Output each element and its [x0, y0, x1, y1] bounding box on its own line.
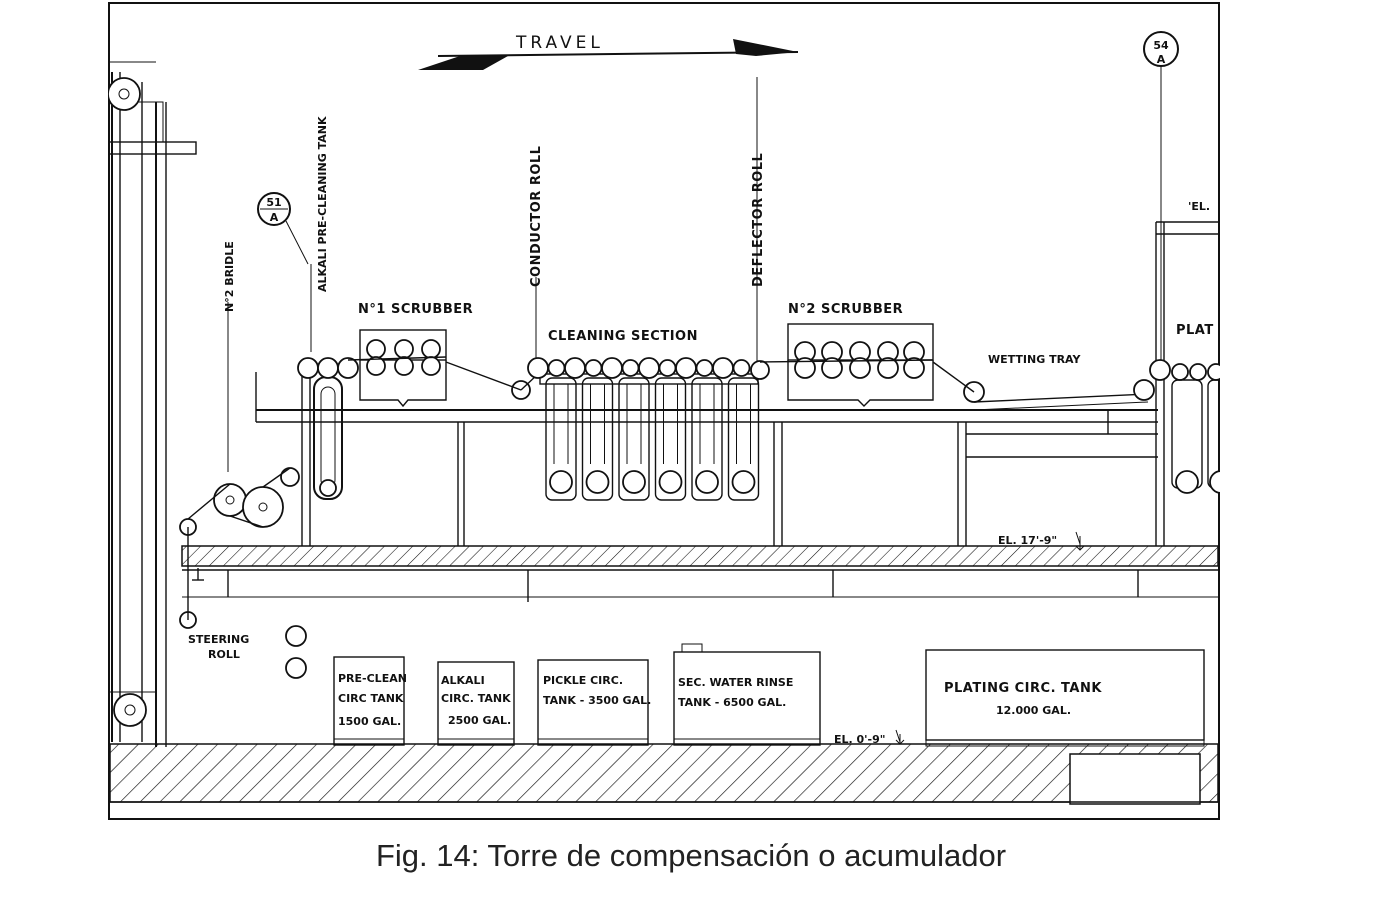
bubble-51-letter: A: [270, 211, 279, 224]
scrubber-2-label: N°2 SCRUBBER: [788, 302, 903, 317]
tank-alkali-line3: 2500 GAL.: [448, 714, 511, 727]
alkali-pre-cleaning-tank: [297, 357, 359, 500]
cleaning-top-roll: [621, 359, 640, 377]
cleaning-tank: [691, 377, 723, 501]
callout-bubble-54: 54 A: [1143, 31, 1179, 367]
cleaning-sink-roll: [658, 470, 683, 494]
tank-alkali: ALKALI CIRC. TANK 2500 GAL.: [437, 661, 515, 746]
bubble-51-number: 51: [266, 196, 281, 209]
travel-label: TRAVEL: [515, 33, 604, 53]
cleaning-top-roll: [527, 357, 549, 379]
cleaning-top-roll: [564, 357, 586, 379]
tank-pre-clean: PRE-CLEAN CIRC TANK 1500 GAL.: [333, 656, 407, 746]
upper-floor: [181, 545, 1219, 602]
tank-pre-clean-line2: CIRC TANK: [338, 692, 404, 705]
steering-roll: STEERING ROLL: [188, 625, 307, 679]
cleaning-top-roll: [675, 357, 697, 379]
conductor-roll-label: CONDUCTOR ROLL: [529, 146, 544, 287]
cleaning-top-roll: [658, 359, 677, 377]
cleaning-top-roll: [732, 359, 751, 377]
tank-water-rinse-line2: TANK - 6500 GAL.: [678, 696, 786, 709]
tank-alkali-line1: ALKALI: [441, 674, 485, 687]
deflector-roll-label: DEFLECTOR ROLL: [751, 153, 766, 287]
scrubber-1: [347, 329, 447, 408]
plating-section-label: PLAT: [1176, 323, 1214, 338]
tank-pickle-line2: TANK - 3500 GAL.: [543, 694, 651, 707]
tank-pickle-line1: PICKLE CIRC.: [543, 674, 623, 687]
tank-alkali-line2: CIRC. TANK: [441, 692, 511, 705]
cleaning-sink-roll: [695, 470, 719, 494]
tank-plating: PLATING CIRC. TANK 12.000 GAL.: [925, 649, 1205, 747]
elevation-upper-label: EL. 17'-9": [998, 534, 1057, 547]
tank-plating-line2: 12.000 GAL.: [996, 704, 1071, 717]
elevation-lower-label: EL. 0'-9": [834, 733, 886, 746]
ground-floor: [109, 743, 1219, 805]
cleaning-section: [527, 357, 760, 501]
cleaning-top-roll: [547, 359, 566, 377]
wetting-tray: [932, 361, 1149, 411]
bubble-54-number: 54: [1153, 39, 1169, 52]
cleaning-tank: [618, 377, 650, 501]
process-platform: [255, 221, 1218, 546]
accumulator-tower: [108, 61, 197, 747]
tank-pickle: PICKLE CIRC. TANK - 3500 GAL.: [537, 659, 651, 746]
elevation-partial-label: 'EL.: [1188, 200, 1210, 213]
callout-bubble-51: 51 A: [257, 192, 309, 265]
cleaning-sink-roll: [585, 470, 610, 494]
tank-water-rinse-line1: SEC. WATER RINSE: [678, 676, 793, 689]
bridle-label: N°2 BRIDLE: [223, 241, 236, 312]
figure-caption: Fig. 14: Torre de compensación o acumula…: [375, 838, 1007, 873]
cleaning-sink-roll: [549, 470, 573, 494]
cleaning-top-roll: [601, 357, 623, 379]
cleaning-tank: [545, 377, 577, 501]
cleaning-top-roll: [638, 357, 660, 379]
travel-arrow: TRAVEL: [418, 33, 799, 70]
cleaning-tank: [654, 377, 687, 501]
cleaning-top-roll: [584, 359, 603, 377]
tank-plating-line1: PLATING CIRC. TANK: [944, 681, 1102, 696]
bubble-54-letter: A: [1157, 53, 1166, 66]
wetting-tray-label: WETTING TRAY: [988, 353, 1081, 366]
scrubber-1-label: N°1 SCRUBBER: [358, 302, 473, 317]
cleaning-tank: [727, 377, 760, 501]
steering-roll-label-1: STEERING: [188, 633, 249, 646]
alkali-tank-label: ALKALI PRE-CLEANING TANK: [316, 116, 329, 292]
cleaning-tank: [581, 377, 614, 501]
cleaning-sink-roll: [622, 470, 646, 494]
cleaning-top-roll: [712, 357, 734, 379]
cleaning-sink-roll: [731, 470, 756, 494]
plating-section: [1133, 359, 1220, 494]
cleaning-section-label: CLEANING SECTION: [548, 329, 698, 344]
steering-roll-label-2: ROLL: [208, 648, 240, 661]
process-line-diagram: TRAVEL 51 A 54 A N°2 BRIDLE ALKALI PRE-C…: [108, 2, 1220, 820]
cleaning-top-roll: [695, 359, 714, 377]
tank-pre-clean-line3: 1500 GAL.: [338, 715, 401, 728]
deflector-roll: [750, 360, 770, 380]
scrubber-2: [759, 323, 934, 407]
tank-pre-clean-line1: PRE-CLEAN: [338, 672, 407, 685]
bridle-rolls: [179, 467, 300, 629]
tank-water-rinse: SEC. WATER RINSE TANK - 6500 GAL.: [673, 643, 821, 746]
